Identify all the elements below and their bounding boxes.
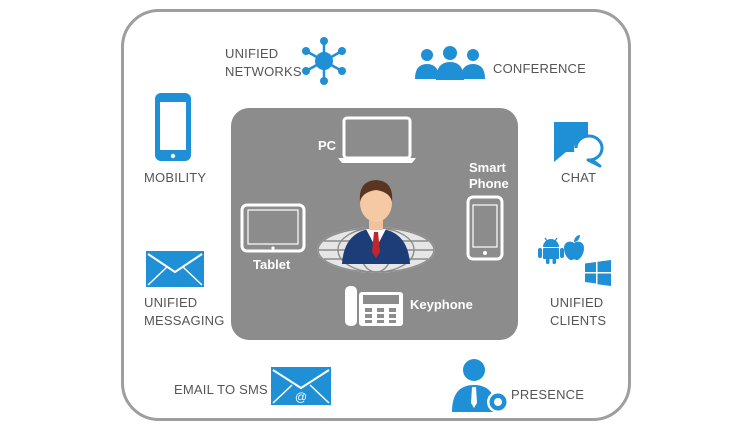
user-globe-icon bbox=[314, 172, 438, 276]
conference-icon bbox=[414, 45, 486, 81]
mobile-phone-icon bbox=[466, 195, 504, 261]
mobility-label: MOBILITY bbox=[144, 170, 207, 185]
unified-messaging-line2: MESSAGING bbox=[144, 313, 225, 328]
tablet-icon bbox=[240, 203, 306, 253]
unified-networks-line2: NETWORKS bbox=[225, 64, 302, 79]
windows-icon bbox=[585, 260, 611, 286]
chat-icon bbox=[544, 120, 606, 168]
unified-clients-label: UNIFIED CLIENTS bbox=[550, 294, 606, 330]
laptop-icon bbox=[336, 116, 418, 164]
presence-label: PRESENCE bbox=[511, 387, 585, 402]
smartphone-icon bbox=[153, 91, 193, 163]
unified-clients-line2: CLIENTS bbox=[550, 313, 607, 328]
pc-label: PC bbox=[318, 138, 337, 153]
desk-phone-icon bbox=[343, 282, 405, 328]
presence-icon bbox=[450, 356, 512, 416]
smart-phone-line1: Smart bbox=[469, 160, 506, 175]
apple-icon bbox=[562, 234, 586, 262]
unified-networks-line1: UNIFIED bbox=[225, 46, 279, 61]
android-icon bbox=[538, 236, 564, 264]
chat-label: CHAT bbox=[561, 170, 597, 185]
unified-clients-line1: UNIFIED bbox=[550, 295, 604, 310]
smart-phone-line2: Phone bbox=[469, 176, 509, 191]
unified-messaging-line1: UNIFIED bbox=[144, 295, 198, 310]
unified-networks-label: UNIFIED NETWORKS bbox=[225, 45, 302, 81]
conference-label: CONFERENCE bbox=[493, 61, 587, 76]
envelope-icon bbox=[145, 250, 205, 288]
smart-phone-label: Smart Phone bbox=[469, 160, 509, 192]
email-to-sms-label: EMAIL TO SMS bbox=[174, 382, 268, 397]
unified-messaging-label: UNIFIED MESSAGING bbox=[144, 294, 225, 330]
svg-text:@: @ bbox=[295, 390, 307, 404]
network-icon bbox=[298, 35, 350, 87]
email-icon: @ bbox=[270, 366, 332, 406]
tablet-label: Tablet bbox=[253, 257, 291, 272]
keyphone-label: Keyphone bbox=[410, 297, 473, 312]
